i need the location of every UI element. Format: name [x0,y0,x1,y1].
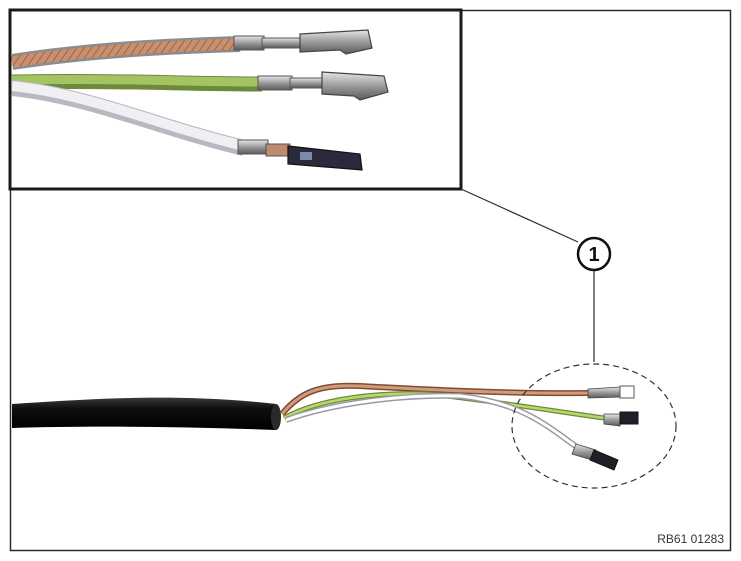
terminal-1 [587,386,623,399]
main-copper-wire [279,382,635,416]
cable-jacket [12,397,276,430]
inset-green-wire [11,71,389,101]
terminal-2 [603,413,623,427]
detail-highlight-circle [511,363,677,489]
main-white-wire [284,392,619,471]
callout-1: 1 [576,236,612,272]
shielded-cable [12,397,281,430]
callout-number: 1 [588,244,599,266]
reference-code: RB61 01283 [657,532,724,546]
inset-terminal-1 [299,29,373,55]
leader-line-inset [460,188,579,243]
inset-white-wire [11,80,363,171]
inset-terminal-2 [321,71,389,101]
detail-inset [8,8,463,191]
inset-copper-wire [10,29,373,70]
